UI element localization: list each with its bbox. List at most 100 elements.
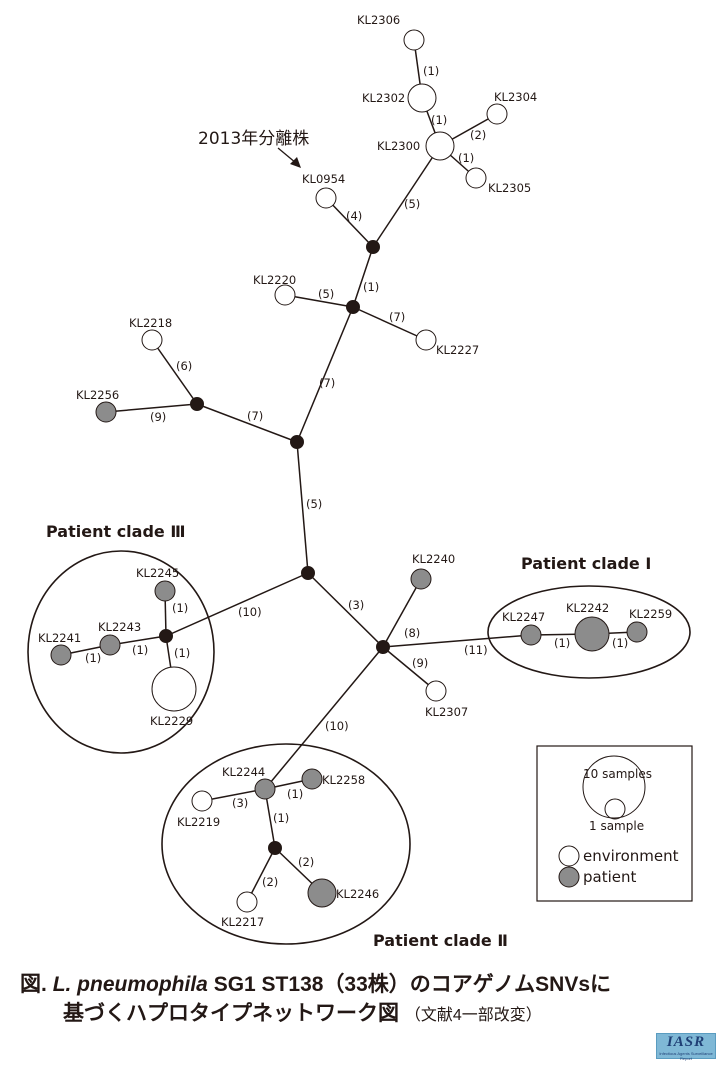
legend-size-large-label: 10 samples xyxy=(583,767,652,781)
nodes-layer xyxy=(50,29,648,913)
haplotype-node-KL2258 xyxy=(301,768,323,790)
edge-snv-label: (2) xyxy=(262,875,278,889)
edge-KL2219-KL2244 xyxy=(201,788,266,802)
node-label: KL2259 xyxy=(629,607,672,621)
edge-snv-label: (4) xyxy=(346,209,362,223)
edge-snv-label: (11) xyxy=(464,643,488,657)
caption-line-1: 図. L. pneumophila SG1 ST138（33株）のコアゲノムSN… xyxy=(20,970,720,999)
haplotype-node-KL2218 xyxy=(141,329,163,351)
node-label: KL2217 xyxy=(221,915,264,929)
node-label: KL2246 xyxy=(336,887,379,901)
edge-J2-J4 xyxy=(296,306,354,443)
caption-line2-text: 基づくハプロタイプネットワーク図 xyxy=(63,1002,399,1025)
node-label: KL2219 xyxy=(177,815,220,829)
haplotype-node-KL2240 xyxy=(410,568,432,590)
edge-J3-J4 xyxy=(196,403,298,443)
caption-line-2: 基づくハプロタイプネットワーク図 （文献4一部改変） xyxy=(20,999,720,1030)
iasr-logo-text: IASR xyxy=(666,1034,706,1050)
edge-snv-label: (5) xyxy=(306,497,322,511)
edge-snv-label: (8) xyxy=(404,626,420,640)
edge-snv-label: (7) xyxy=(319,376,335,390)
edge-snv-label: (7) xyxy=(247,409,263,423)
node-label: KL2256 xyxy=(76,388,119,402)
annotation-arrow-shaft xyxy=(277,147,297,164)
haplotype-node-KL2304 xyxy=(486,103,508,125)
node-label: KL2306 xyxy=(357,13,400,27)
edge-snv-label: (7) xyxy=(389,310,405,324)
clade-2-boundary xyxy=(161,743,411,945)
node-label: KL2300 xyxy=(377,139,420,153)
edge-J5-J7 xyxy=(165,572,309,637)
edge-J6-KL2244 xyxy=(264,646,384,790)
edge-snv-label: (1) xyxy=(287,787,303,801)
clade-3-title: Patient clade Ⅲ xyxy=(46,522,185,541)
junction-node xyxy=(366,240,380,254)
clade-1-boundary xyxy=(487,585,691,679)
edge-snv-label: (9) xyxy=(150,410,166,424)
junction-node xyxy=(290,435,304,449)
node-label: KL2240 xyxy=(412,552,455,566)
edge-snv-label: (1) xyxy=(363,280,379,294)
legend-box xyxy=(536,745,693,902)
caption-prefix: 図. xyxy=(20,973,47,996)
caption-line1-rest: SG1 ST138（33株）のコアゲノムSNVsに xyxy=(207,973,612,996)
edge-snv-label: (5) xyxy=(318,287,334,301)
haplotype-network: (1) (1) (2) (1) (5) (4) (1) (5) (7) (7) (6) (9) (7) (… xyxy=(27,13,693,950)
clade-1-title: Patient clade Ⅰ xyxy=(521,554,651,573)
node-label: KL2245 xyxy=(136,566,179,580)
edge-snv-label: (1) xyxy=(85,651,101,665)
junction-node xyxy=(268,841,282,855)
edge-J5-J6 xyxy=(307,572,384,648)
edge-snv-label: (1) xyxy=(612,636,628,650)
annotation-arrow-head xyxy=(290,157,301,168)
legend-environment-icon xyxy=(558,845,580,867)
node-label: KL2258 xyxy=(322,773,365,787)
edge-KL0954-J1 xyxy=(325,197,374,248)
node-label: KL2241 xyxy=(38,631,81,645)
edge-J4-J5 xyxy=(296,441,309,574)
haplotype-node-KL2244 xyxy=(254,778,276,800)
iasr-logo: IASR Infectious Agents Surveillance Repo… xyxy=(656,1033,716,1061)
node-label: KL2229 xyxy=(150,714,193,728)
edge-J6-KL2240 xyxy=(382,578,422,648)
edge-KL2220-J2 xyxy=(284,294,354,308)
node-label: KL2218 xyxy=(129,316,172,330)
haplotype-node-KL2305 xyxy=(465,167,487,189)
clade-3-boundary xyxy=(27,550,215,754)
edge-snv-label: (1) xyxy=(172,601,188,615)
node-label: KL2227 xyxy=(436,343,479,357)
edge-J1-J2 xyxy=(352,246,374,308)
edge-snv-label: (1) xyxy=(174,646,190,660)
haplotype-node-KL2241 xyxy=(50,644,72,666)
haplotype-node-KL2220 xyxy=(274,284,296,306)
isolation-year-annotation: 2013年分離株 xyxy=(198,129,309,149)
junction-node xyxy=(159,629,173,643)
haplotype-node-KL2307 xyxy=(425,680,447,702)
edge-snv-label: (9) xyxy=(412,656,428,670)
edge-snv-label: (10) xyxy=(238,605,262,619)
iasr-logo-subtext: Infectious Agents Surveillance Report xyxy=(659,1051,713,1061)
edge-snv-label: (1) xyxy=(423,64,439,78)
node-label: KL2304 xyxy=(494,90,537,104)
caption-species: L. pneumophila xyxy=(52,973,208,996)
haplotype-node-KL2300 xyxy=(425,131,455,161)
haplotype-node-KL2256 xyxy=(95,401,117,423)
node-label: KL2305 xyxy=(488,181,531,195)
edge-snv-label: (1) xyxy=(554,636,570,650)
edge-KL2256-J3 xyxy=(105,403,198,413)
junction-node xyxy=(376,640,390,654)
clade-2-title: Patient clade Ⅱ xyxy=(373,931,508,950)
legend-patient-label: patient xyxy=(583,868,636,886)
edge-KL2218-J3 xyxy=(151,339,198,405)
edge-labels-layer: (1) (1) (2) (1) (5) (4) (1) (5) (7) (7) (6) (9) (7) (… xyxy=(85,64,628,889)
haplotype-node-KL2243 xyxy=(99,634,121,656)
haplotype-node-KL0954 xyxy=(315,187,337,209)
edge-snv-label: (6) xyxy=(176,359,192,373)
figure-caption: 図. L. pneumophila SG1 ST138（33株）のコアゲノムSN… xyxy=(20,970,720,1030)
legend-large-circle-icon xyxy=(582,755,646,819)
edge-snv-label: (5) xyxy=(404,197,420,211)
haplotype-node-KL2247 xyxy=(520,624,542,646)
edge-snv-label: (1) xyxy=(273,811,289,825)
node-label: KL0954 xyxy=(302,172,345,186)
node-label: KL2247 xyxy=(502,610,545,624)
